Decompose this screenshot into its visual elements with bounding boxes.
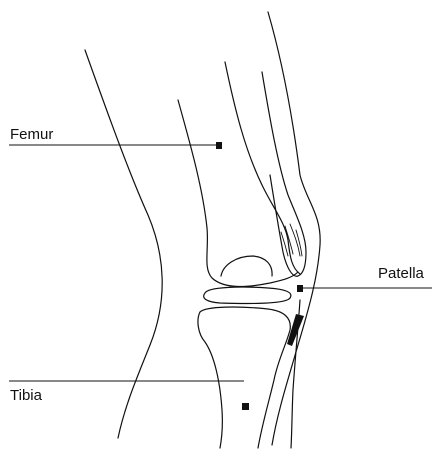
patella-marker (297, 285, 303, 292)
tibia-callout: Tibia (9, 381, 249, 410)
tibia-label: Tibia (10, 387, 43, 404)
tibia-marker (242, 403, 249, 410)
meniscus (204, 287, 291, 303)
femur-marker (216, 142, 222, 149)
patella-label: Patella (378, 265, 425, 282)
femur-label: Femur (10, 126, 53, 143)
tibia-bone (198, 300, 300, 448)
